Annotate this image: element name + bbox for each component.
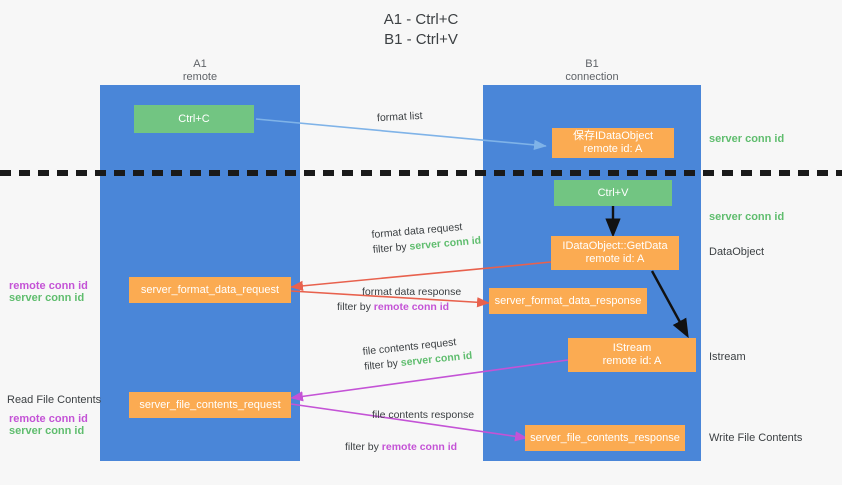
edge-label-file-contents-request-group: file contents request filter by server c…	[362, 334, 473, 375]
box-istream[interactable]: IStream remote id: A	[568, 338, 696, 372]
filter-value-remote-conn-id: remote conn id	[373, 301, 450, 313]
edge-label-format-data-response-filter: filter by remote conn id	[337, 300, 461, 315]
edge-label-file-contents-response: file contents response	[372, 409, 475, 421]
annotation-server-conn-id-1: server conn id	[9, 292, 85, 304]
box-server-file-contents-request[interactable]: server_file_contents_request	[129, 392, 291, 418]
edge-label-format-list: format list	[376, 109, 423, 125]
edge-label-file-contents-response-group: file contents response filter by remote …	[345, 408, 474, 455]
lane-header-a1: A1 remote	[182, 58, 218, 83]
annotation-read-file-contents: Read File Contents	[7, 394, 102, 406]
box-ctrl-c[interactable]: Ctrl+C	[134, 105, 254, 133]
filter-value-remote-conn-id: remote conn id	[381, 441, 458, 453]
box-server-format-data-request[interactable]: server_format_data_request	[129, 277, 291, 303]
box-server-format-data-response[interactable]: server_format_data_response	[489, 288, 647, 314]
page-title: A1 - Ctrl+C B1 - Ctrl+V	[383, 11, 459, 48]
annotation-istream: Istream	[709, 351, 746, 363]
annotation-write-file-contents: Write File Contents	[709, 432, 803, 444]
filter-prefix: filter by	[345, 441, 382, 453]
annotation-server-conn-id-top: server conn id	[709, 133, 785, 145]
edge-label-format-data-response-group: format data response filter by remote co…	[337, 285, 461, 315]
filter-prefix: filter by	[372, 240, 411, 256]
filter-prefix: filter by	[337, 301, 374, 313]
annotation-remote-conn-id-1: remote conn id	[9, 280, 88, 292]
annotation-server-conn-id-2: server conn id	[9, 425, 85, 437]
phase-separator	[0, 170, 842, 176]
edge-label-format-data-response: format data response	[362, 286, 462, 298]
filter-prefix: filter by	[363, 357, 402, 373]
edge-label-file-contents-response-filter: filter by remote conn id	[345, 440, 474, 455]
annotation-server-conn-id-second: server conn id	[709, 211, 785, 223]
lane-header-b1: B1 connection	[565, 58, 619, 83]
box-ctrl-v[interactable]: Ctrl+V	[554, 180, 672, 206]
annotation-dataobject: DataObject	[709, 246, 765, 258]
annotation-remote-conn-id-2: remote conn id	[9, 413, 88, 425]
box-server-file-contents-response[interactable]: server_file_contents_response	[525, 425, 685, 451]
edge-label-format-data-request-group: format data request filter by server con…	[371, 219, 482, 258]
box-save-idataobject[interactable]: 保存IDataObject remote id: A	[552, 128, 674, 158]
box-idataobject-getdata[interactable]: IDataObject::GetData remote id: A	[551, 236, 679, 270]
